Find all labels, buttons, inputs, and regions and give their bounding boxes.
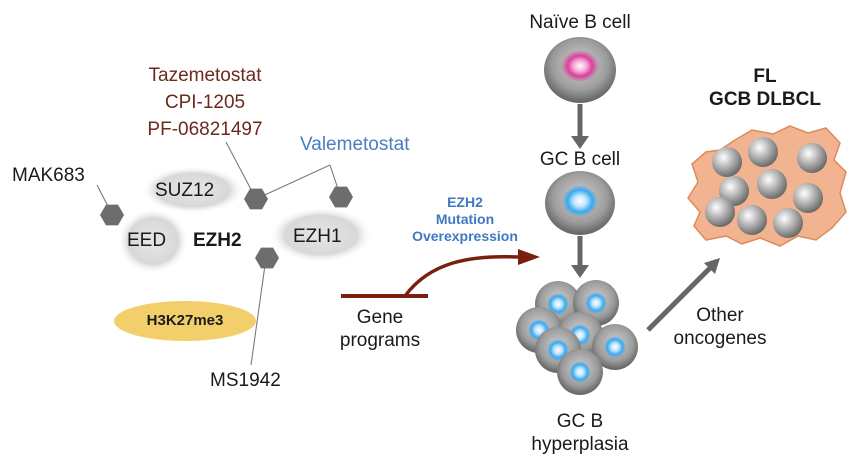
- eed-label: EED: [127, 230, 167, 251]
- gc-hyperplasia-cluster: [516, 280, 638, 395]
- naive-b-cell-label: Naïve B cell: [529, 12, 631, 33]
- gc-b-cell-nucleus: [562, 185, 598, 217]
- h3k27me3-oval: [114, 301, 256, 341]
- hyperplasia-cell: [557, 349, 603, 395]
- drug-valemetostat: Valemetostat: [300, 134, 410, 155]
- lymphoma-tumor-mass: [687, 125, 847, 247]
- ezh2-alteration-line3: Overexpression: [412, 228, 518, 244]
- lymphoma-fl-label: FL: [753, 66, 777, 87]
- gene-programs-line1: Gene: [356, 307, 404, 328]
- inhibitor-hexagon-mak683: [100, 204, 124, 226]
- suz12-blob: [141, 166, 245, 214]
- h3k27me3-label: H3K27me3: [146, 312, 224, 329]
- naive-b-cell-nucleus: [561, 50, 599, 82]
- ezh2-activation-arrowhead: [518, 249, 540, 265]
- drug-tazemetostat: Tazemetostat: [148, 65, 262, 86]
- drug-mak683: MAK683: [12, 165, 85, 186]
- drug-cpi-1205: CPI-1205: [164, 92, 246, 113]
- hyperplasia-cell: [592, 324, 638, 370]
- naive-to-gc-arrowhead: [571, 136, 589, 149]
- gc-b-cell-label: GC B cell: [539, 149, 621, 170]
- eed-blob: [117, 208, 189, 274]
- drug-pf-06821497: PF-06821497: [147, 119, 263, 140]
- gene-programs-line2: programs: [339, 330, 421, 351]
- other-oncogenes-line2: oncogenes: [673, 328, 767, 349]
- ezh1-blob: [269, 207, 373, 263]
- other-oncogenes-line1: Other: [696, 305, 744, 326]
- ezh2-alteration-line1: EZH2: [447, 194, 483, 210]
- lymphoma-gcb-dlbcl-label: GCB DLBCL: [709, 89, 821, 110]
- drug-ms1942: MS1942: [210, 370, 281, 391]
- gc-hyperplasia-line2: hyperplasia: [531, 434, 629, 455]
- inhibitor-hexagon-tazemetostat: [244, 188, 268, 210]
- ezh2-label: EZH2: [193, 230, 242, 251]
- inhibitor-hexagon-valemetostat: [329, 186, 353, 208]
- hyperplasia-to-lymphoma-arrowhead: [704, 258, 720, 274]
- ezh1-label: EZH1: [293, 226, 342, 247]
- suz12-label: SUZ12: [155, 180, 215, 201]
- gc-to-hyperplasia-arrowhead: [571, 265, 589, 278]
- ezh2-alteration-line2: Mutation: [435, 211, 495, 227]
- drug-connector-lines: [96, 141, 341, 366]
- ezh2-activation-arrow: [403, 254, 519, 298]
- hyperplasia-to-lymphoma-arrow: [646, 266, 712, 332]
- inhibitor-hexagon-ms1942: [255, 247, 279, 269]
- gc-hyperplasia-line1: GC B: [556, 411, 604, 432]
